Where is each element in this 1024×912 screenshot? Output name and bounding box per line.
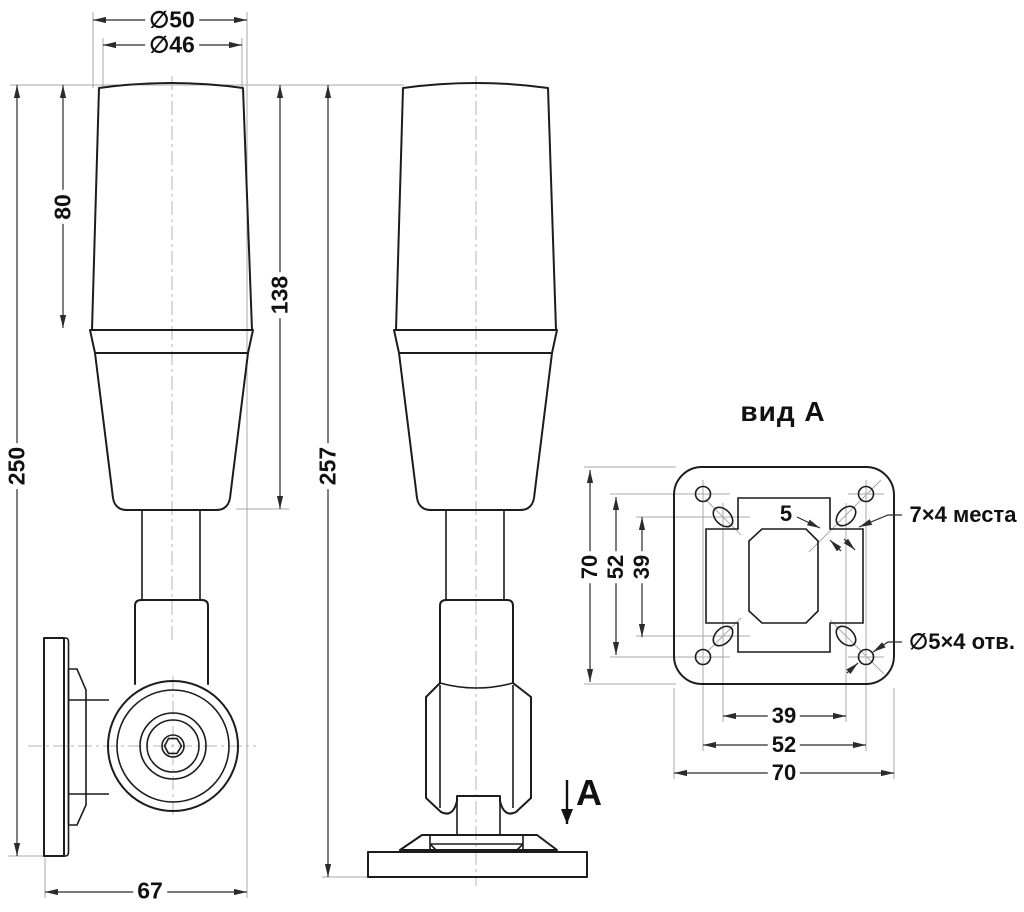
- mount-hole: [694, 485, 712, 503]
- base-plate: [367, 851, 588, 878]
- dim-height-138: 138: [267, 271, 293, 319]
- slots-count-note: 7×4 места: [905, 504, 1021, 526]
- mount-hole: [857, 485, 875, 503]
- view-a-dim-left-52: 52: [603, 550, 628, 584]
- collar-front: [439, 599, 514, 684]
- extension-lines: [8, 12, 895, 898]
- hex-socket: [163, 737, 183, 755]
- clamp: [67, 668, 109, 826]
- dim-slot-width-5: 5: [775, 503, 797, 525]
- hex-body: [425, 682, 532, 815]
- dim-diameter-50: ∅50: [145, 8, 199, 32]
- dim-width-67: 67: [133, 879, 167, 903]
- view-a-dim-bottom-70: 70: [767, 762, 801, 784]
- slot: [712, 506, 734, 528]
- side-view: [43, 82, 254, 857]
- view-a: [673, 466, 895, 685]
- leader-lines: [796, 514, 902, 675]
- octagon-cutout: [748, 528, 819, 624]
- plate-outline: [673, 466, 895, 685]
- centerlines: [28, 76, 477, 886]
- dim-height-250: 250: [4, 442, 30, 490]
- dim-height-80: 80: [50, 190, 76, 224]
- dimension-lines: [13, 16, 894, 896]
- lens-front: [395, 82, 557, 331]
- neck: [456, 796, 501, 835]
- slot: [712, 625, 734, 647]
- view-a-title: вид А: [736, 398, 830, 426]
- cross-cutout: [705, 497, 864, 653]
- front-view: [367, 82, 588, 878]
- view-a-dim-bottom-52: 52: [767, 734, 801, 756]
- sleeve-side: [134, 599, 209, 685]
- holes-count-note: ∅5×4 отв.: [905, 631, 1019, 653]
- dim-height-257: 257: [315, 442, 341, 490]
- foot: [399, 834, 558, 851]
- slot: [835, 625, 857, 647]
- pole-front: [445, 510, 505, 600]
- view-a-dim-bottom-39: 39: [767, 705, 801, 727]
- lens-side: [91, 82, 253, 331]
- dim-diameter-46: ∅46: [145, 33, 199, 57]
- pole-side: [141, 510, 201, 600]
- view-a-dim-left-70: 70: [577, 550, 602, 584]
- view-a-dim-left-39: 39: [629, 550, 654, 584]
- view-arrow-label: A: [574, 772, 604, 813]
- wall-plate: [43, 637, 65, 857]
- joint-outer-circle: [107, 680, 239, 812]
- cone-front: [398, 352, 553, 511]
- mount-hole: [694, 648, 712, 666]
- cone-side: [94, 352, 249, 511]
- mount-hole: [857, 648, 875, 666]
- slot: [835, 505, 857, 527]
